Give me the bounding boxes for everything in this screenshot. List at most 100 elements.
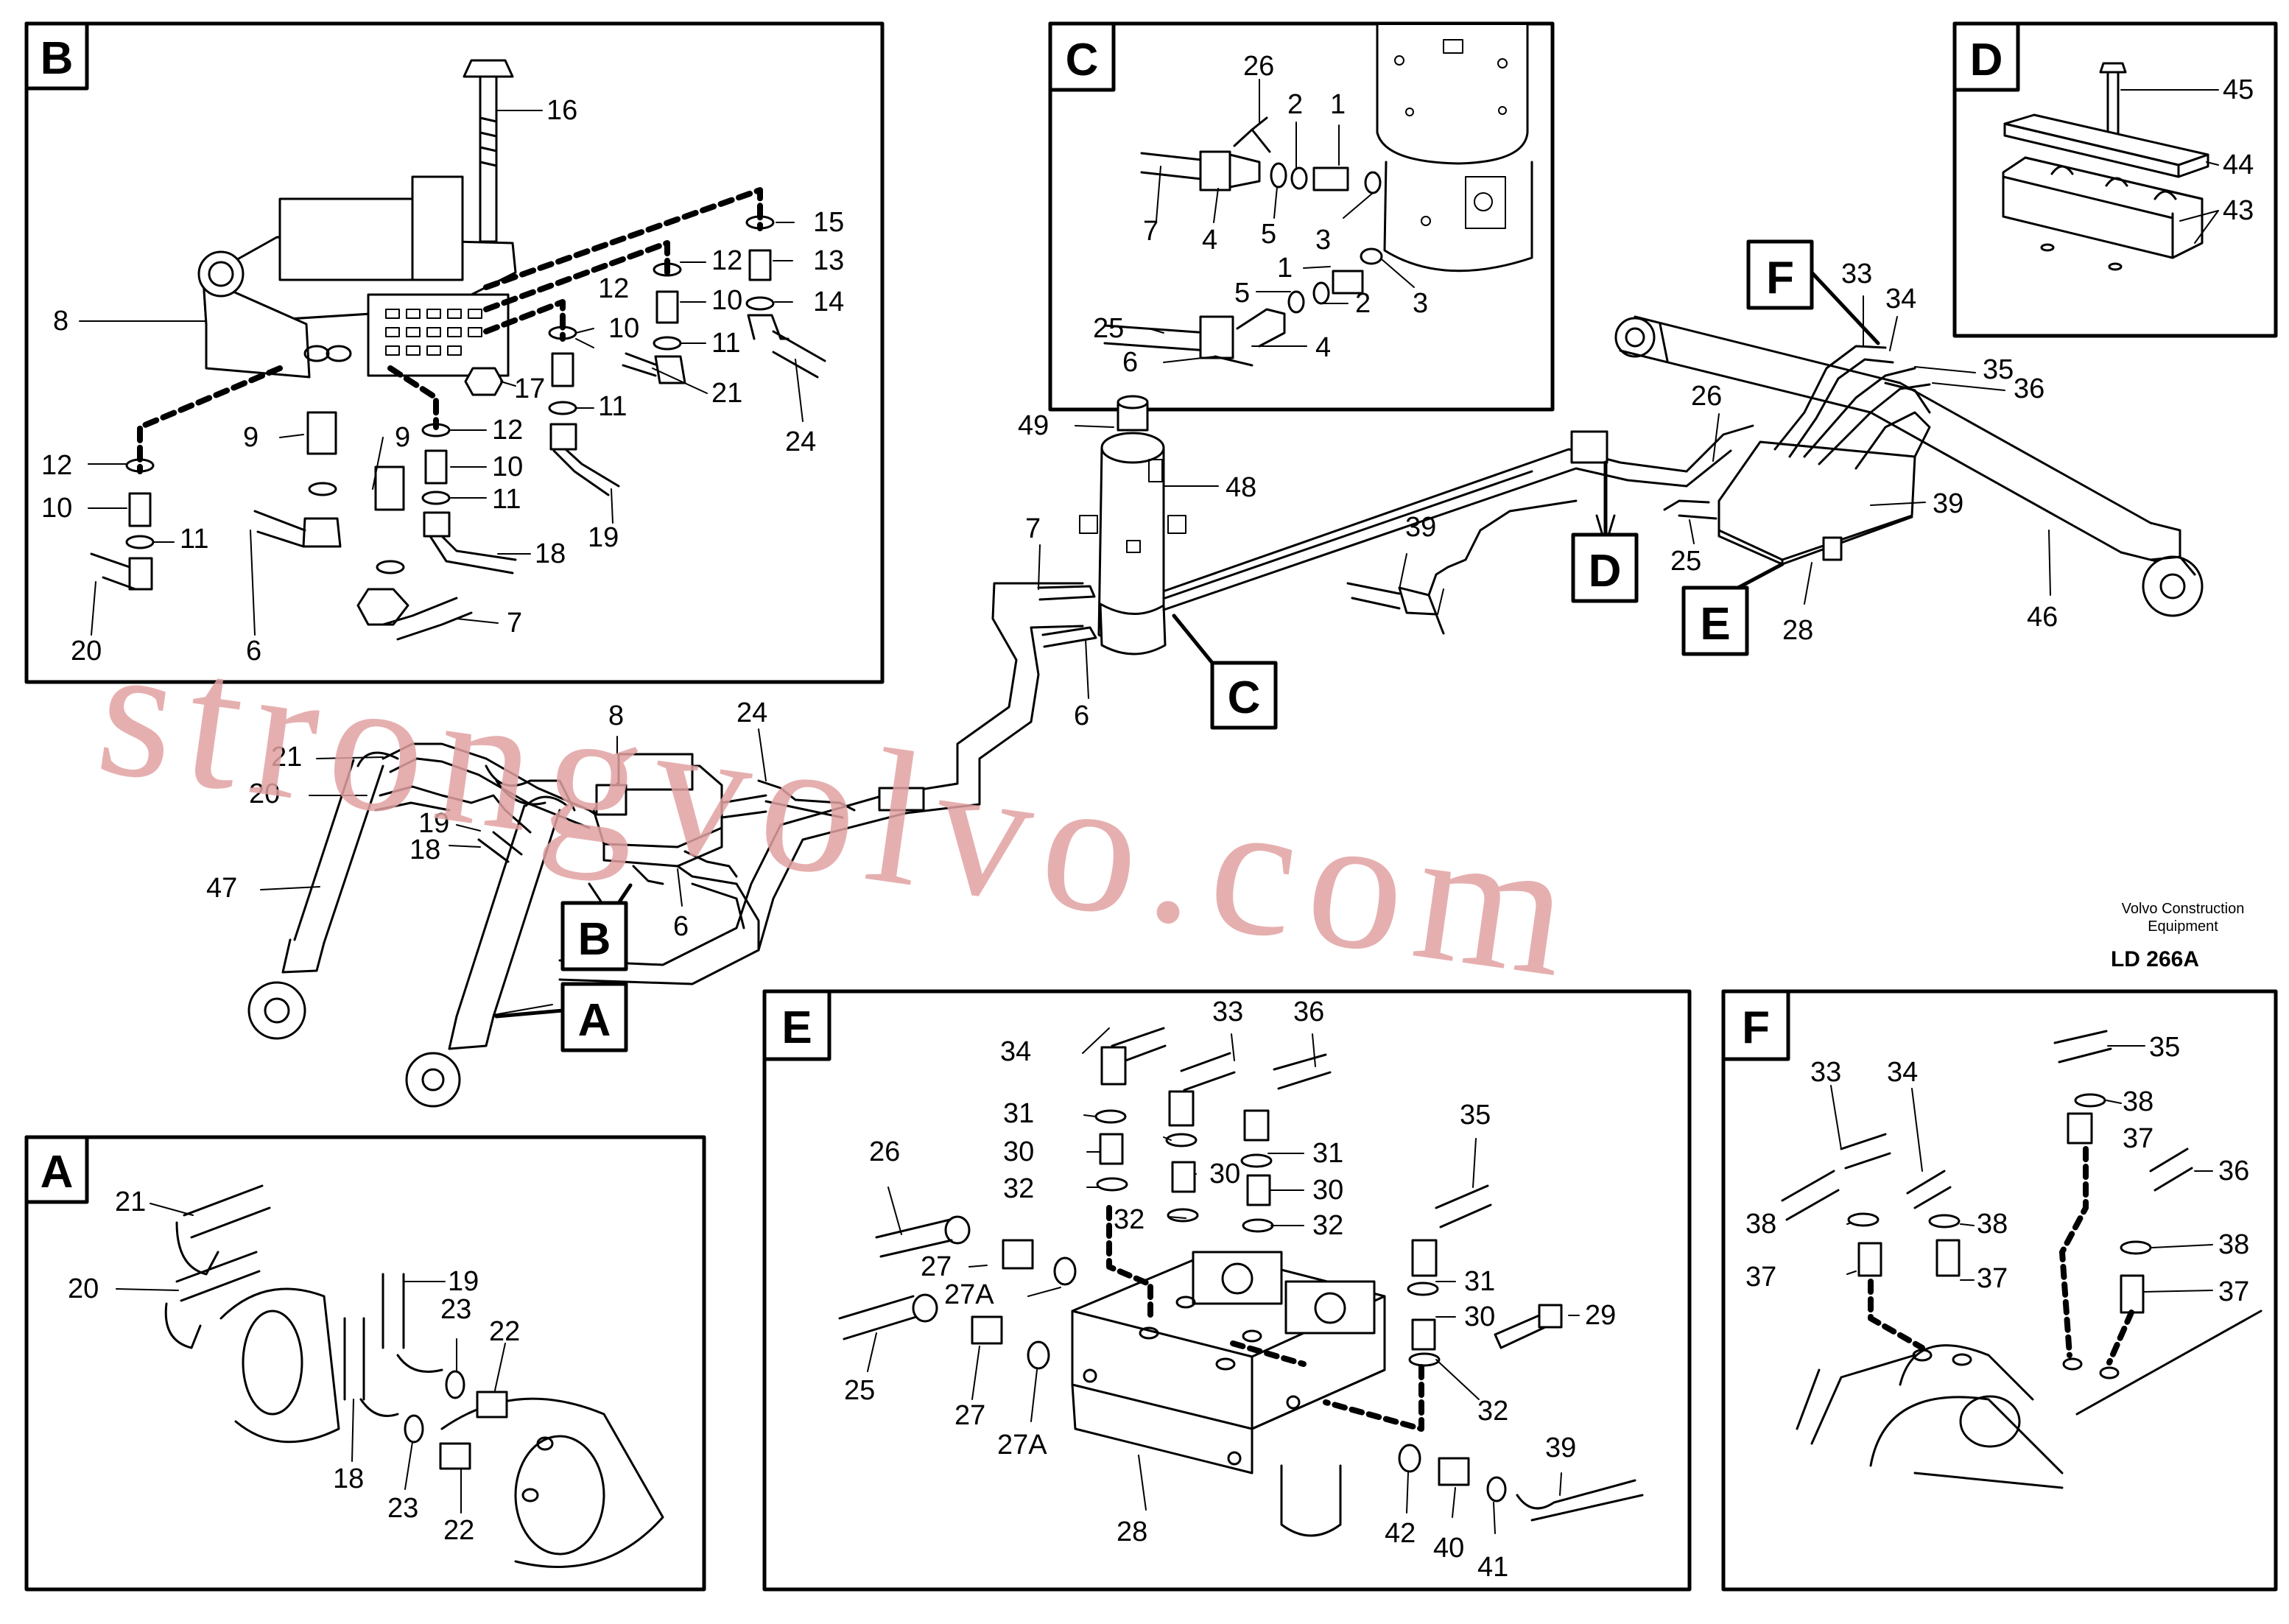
part-label: 39 xyxy=(1933,488,1963,519)
part-label: 37 xyxy=(2218,1276,2249,1307)
panel-b-labels: 16 15 13 14 12 10 11 12 10 21 8 17 24 11… xyxy=(41,95,844,667)
panel-d-letter: D xyxy=(1970,35,2003,85)
part-label: 42 xyxy=(1385,1518,1416,1549)
main-assembly xyxy=(247,239,2204,1108)
panel-d-labels: 45 44 43 xyxy=(2223,74,2254,226)
part-label: 25 xyxy=(844,1375,875,1406)
part-label: 24 xyxy=(736,697,767,728)
callout-e: E xyxy=(1700,599,1730,650)
part-label: 14 xyxy=(813,287,844,317)
part-label: 10 xyxy=(608,313,639,344)
part-label: 34 xyxy=(1000,1036,1031,1067)
part-label: 21 xyxy=(115,1187,146,1217)
part-label: 21 xyxy=(271,742,302,773)
part-label: 10 xyxy=(41,493,72,524)
part-label: 43 xyxy=(2223,195,2254,226)
part-label: 44 xyxy=(2223,150,2254,180)
callout-f: F xyxy=(1766,253,1794,303)
part-label: 15 xyxy=(813,207,844,238)
part-label: 3 xyxy=(1315,225,1331,256)
panel-c-labels: 26 2 1 7 4 5 3 1 5 2 3 25 4 6 xyxy=(1093,51,1428,378)
part-label: 13 xyxy=(813,245,844,276)
part-label: 12 xyxy=(492,415,523,446)
part-label: 4 xyxy=(1315,332,1331,363)
part-label: 30 xyxy=(1003,1136,1034,1167)
part-label: 25 xyxy=(1670,546,1701,577)
part-label: 19 xyxy=(448,1266,479,1297)
part-label: 36 xyxy=(2218,1156,2249,1187)
panel-f-letter: F xyxy=(1742,1002,1770,1053)
part-label: 8 xyxy=(608,700,624,731)
part-label: 12 xyxy=(598,273,629,304)
part-label: 6 xyxy=(1122,347,1138,378)
part-label: 45 xyxy=(2223,74,2254,105)
part-label: 5 xyxy=(1234,278,1250,309)
part-label: 17 xyxy=(514,373,545,404)
part-label: 27A xyxy=(997,1430,1047,1460)
panel-c-letter: C xyxy=(1066,35,1099,85)
part-label: 30 xyxy=(1312,1175,1343,1206)
part-label: 7 xyxy=(1025,513,1041,544)
part-label: 39 xyxy=(1545,1433,1576,1463)
part-label: 28 xyxy=(1782,615,1813,646)
callout-d: D xyxy=(1589,546,1622,597)
panel-e-labels: 33 36 34 31 31 30 30 30 32 32 32 35 26 3… xyxy=(844,996,1616,1583)
part-label: 21 xyxy=(711,378,742,409)
part-label: 7 xyxy=(1143,216,1158,247)
part-label: 2 xyxy=(1355,288,1371,319)
part-label: 37 xyxy=(2123,1123,2153,1154)
part-label: 10 xyxy=(711,285,742,316)
drawing-code: LD 266A xyxy=(2111,947,2199,971)
part-label: 19 xyxy=(588,522,619,553)
part-label: 49 xyxy=(1018,410,1049,441)
part-label: 46 xyxy=(2027,602,2058,633)
part-label: 18 xyxy=(409,834,440,865)
part-label: 35 xyxy=(1983,354,2014,385)
part-label: 47 xyxy=(206,873,237,904)
part-label: 10 xyxy=(492,451,523,482)
panel-f-labels: 35 33 34 38 37 36 38 38 38 37 37 37 xyxy=(1745,1032,2249,1307)
part-label: 29 xyxy=(1585,1300,1616,1331)
part-label: 26 xyxy=(1243,51,1274,82)
part-label: 26 xyxy=(1691,381,1722,412)
part-label: 11 xyxy=(711,328,740,359)
part-label: 5 xyxy=(1261,219,1276,250)
part-label: 35 xyxy=(2149,1032,2180,1063)
part-label: 32 xyxy=(1003,1173,1034,1204)
part-label: 35 xyxy=(1460,1100,1491,1131)
part-label: 23 xyxy=(440,1294,471,1325)
part-label: 32 xyxy=(1312,1210,1343,1241)
panel-c xyxy=(1048,21,1555,412)
panel-a xyxy=(24,1135,706,1592)
callout-a: A xyxy=(578,995,611,1046)
part-label: 9 xyxy=(395,422,410,453)
part-label: 1 xyxy=(1277,253,1293,284)
part-label: 41 xyxy=(1477,1552,1508,1583)
panel-d xyxy=(1952,21,2278,338)
part-label: 33 xyxy=(1841,259,1872,289)
panel-e-letter: E xyxy=(781,1002,812,1053)
part-label: 7 xyxy=(507,608,522,639)
part-label: 25 xyxy=(1093,313,1124,344)
panel-b xyxy=(24,21,885,684)
part-label: 27 xyxy=(921,1251,952,1282)
part-label: 16 xyxy=(546,95,577,126)
part-label: 26 xyxy=(869,1136,900,1167)
part-label: 12 xyxy=(711,245,742,276)
part-label: 6 xyxy=(1074,700,1089,731)
part-label: 24 xyxy=(785,426,816,457)
part-label: 31 xyxy=(1003,1098,1034,1129)
part-label: 38 xyxy=(2123,1086,2153,1117)
part-label: 39 xyxy=(1405,512,1436,543)
part-label: 27 xyxy=(954,1400,985,1431)
callout-c: C xyxy=(1228,672,1261,723)
part-label: 20 xyxy=(68,1273,99,1304)
part-label: 38 xyxy=(2218,1229,2249,1260)
part-label: 37 xyxy=(1745,1262,1776,1293)
part-label: 40 xyxy=(1433,1533,1464,1564)
part-label: 23 xyxy=(387,1493,418,1524)
part-label: 28 xyxy=(1117,1516,1147,1547)
part-label: 33 xyxy=(1810,1057,1841,1088)
